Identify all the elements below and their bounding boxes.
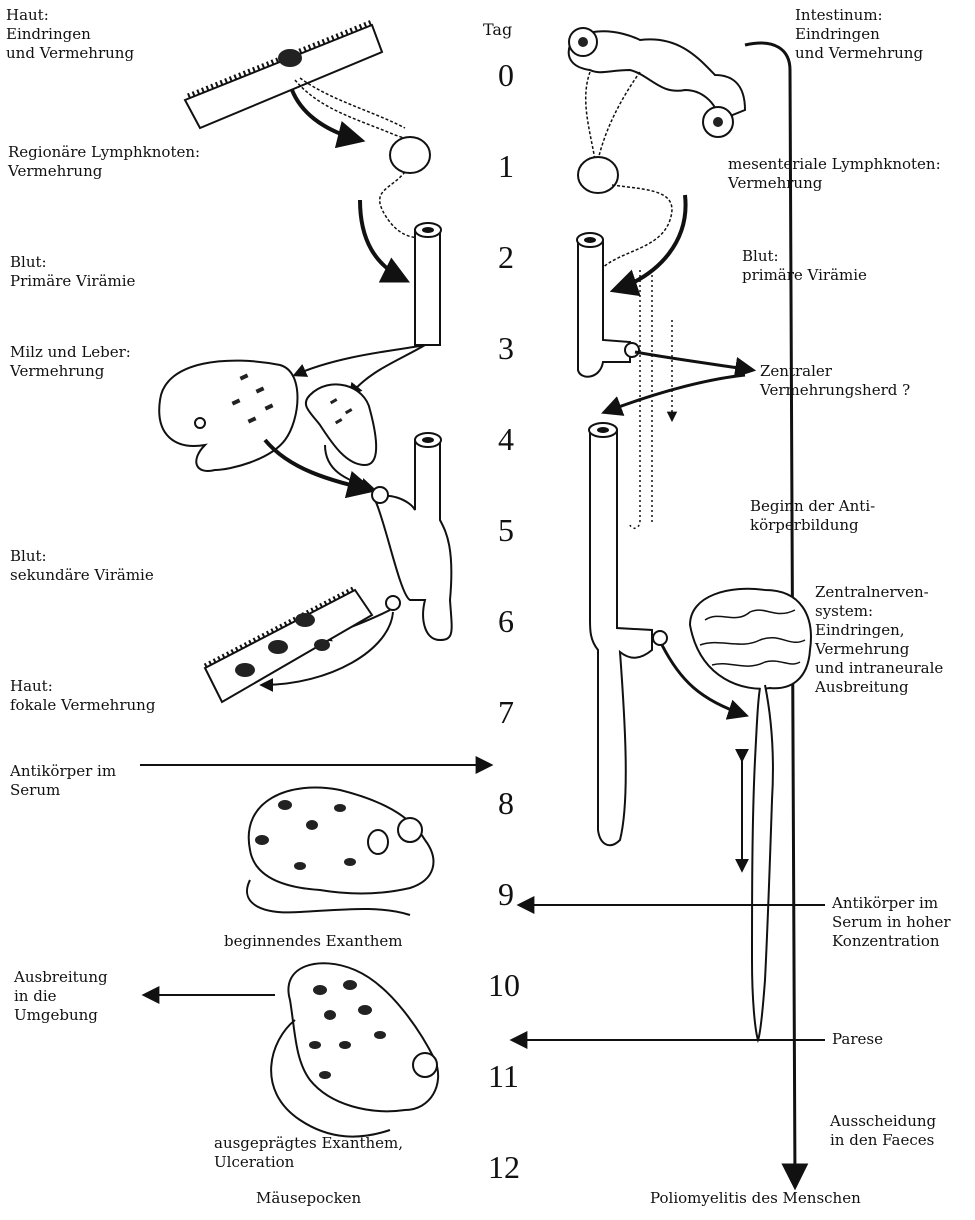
skin-strip-focal-illustration: [205, 588, 372, 702]
timeline-day: 11: [488, 1059, 519, 1093]
label-antibody-start: Beginn der Anti- körperbildung: [750, 497, 875, 535]
timeline-day: 9: [498, 877, 514, 911]
lymph-vessel-line: [598, 72, 640, 160]
label-blood-primary: Blut: Primäre Virämie: [10, 253, 135, 291]
caption-mousepox: Mäusepocken: [256, 1189, 361, 1207]
mouse-full-exanthem-illustration: [271, 963, 438, 1136]
lymph-vessel-line: [295, 80, 410, 140]
timeline-day: 4: [498, 422, 514, 456]
timeline-day: 5: [498, 513, 514, 547]
label-exanthem-full: ausgeprägtes Exanthem, Ulceration: [214, 1134, 403, 1172]
mesenteric-lymph-node-illustration: [578, 157, 618, 193]
label-excretion: Ausscheidung in den Faeces: [830, 1112, 936, 1150]
timeline-day: 0: [498, 58, 514, 92]
liver-illustration: [159, 361, 297, 471]
label-blood-primary-right: Blut: primäre Virämie: [742, 247, 867, 285]
label-skin-entry: Haut: Eindringen und Vermehrung: [6, 6, 134, 63]
blood-vessel-illustration: [372, 433, 452, 640]
label-antibody-serum: Antikörper im Serum: [10, 762, 116, 800]
label-central-site: Zentraler Vermehrungsherd ?: [760, 362, 910, 400]
label-spleen-liver: Milz und Leber: Vermehrung: [10, 343, 131, 381]
blood-vessel-illustration: [577, 233, 639, 377]
timeline-day: 7: [498, 695, 514, 729]
label-skin-focal: Haut: fokale Vermehrung: [10, 677, 155, 715]
lymph-vessel-line: [600, 185, 672, 270]
timeline-day: 6: [498, 604, 514, 638]
skin-strip-entry-illustration: [185, 22, 382, 128]
label-intestine: Intestinum: Eindringen und Vermehrung: [795, 6, 923, 63]
timeline-header: Tag: [483, 20, 512, 39]
timeline-day: 10: [488, 968, 520, 1002]
label-exanthem-begin: beginnendes Exanthem: [224, 932, 402, 951]
blood-vessel-illustration: [415, 223, 441, 345]
timeline-day: 12: [488, 1150, 520, 1184]
timeline-day: 8: [498, 786, 514, 820]
timeline-day: 2: [498, 240, 514, 274]
label-antibody-high: Antikörper im Serum in hoher Konzentrati…: [832, 894, 951, 951]
timeline-day: 1: [498, 149, 514, 183]
flow-arrow: [295, 345, 425, 375]
intestine-illustration: [569, 28, 745, 137]
caption-polio: Poliomyelitis des Menschen: [650, 1189, 861, 1207]
label-mesenteric-lymph: mesenteriale Lymphknoten: Vermehrung: [728, 155, 941, 193]
timeline-day: 3: [498, 331, 514, 365]
mouse-beginning-exanthem-illustration: [247, 788, 433, 916]
blood-vessel-illustration: [589, 423, 667, 845]
label-spread: Ausbreitung in die Umgebung: [14, 968, 108, 1025]
flow-arrow: [350, 345, 425, 395]
lymph-node-illustration: [390, 137, 430, 173]
flow-arrow: [292, 90, 360, 140]
label-paresis: Parese: [832, 1030, 883, 1049]
label-blood-secondary: Blut: sekundäre Virämie: [10, 547, 154, 585]
lymph-vessel-line: [586, 72, 595, 160]
flow-arrow: [605, 375, 745, 412]
spleen-illustration: [306, 384, 376, 465]
label-regional-lymph: Regionäre Lymphknoten: Vermehrung: [8, 143, 200, 181]
label-cns: Zentralnerven- system: Eindringen, Verme…: [815, 583, 943, 697]
